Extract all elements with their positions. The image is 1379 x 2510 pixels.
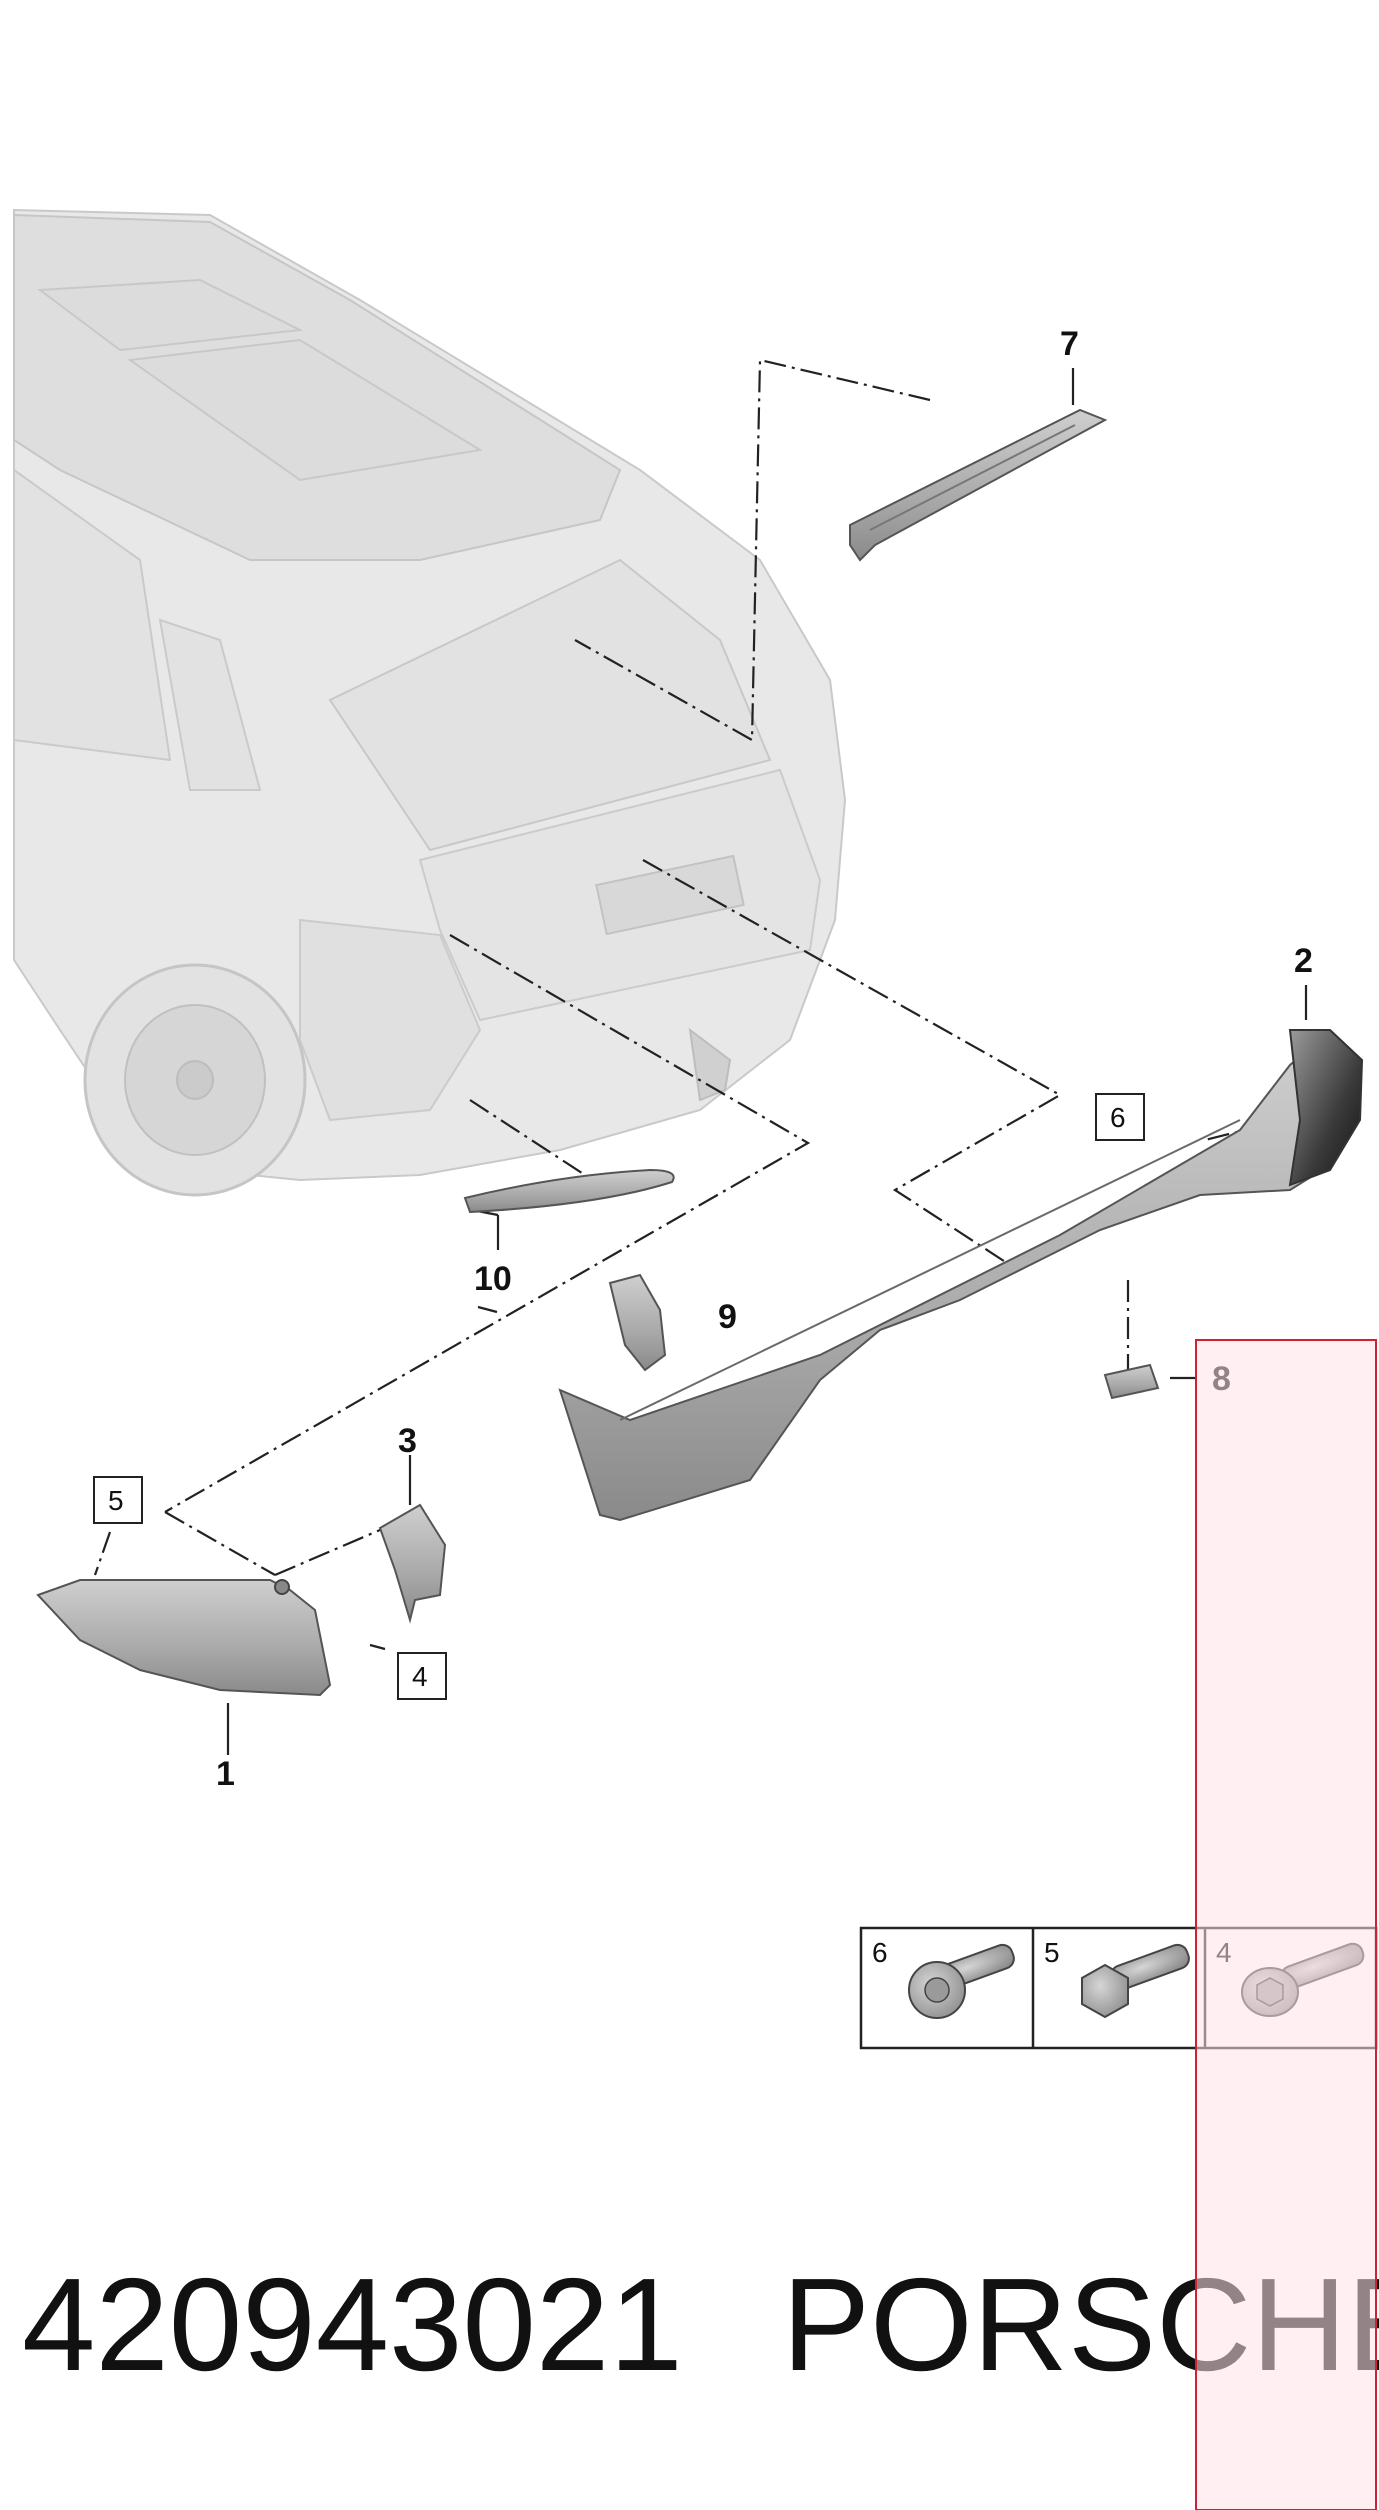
boxed-ref-5: 5 — [93, 1476, 143, 1524]
boxed-ref-4: 4 — [397, 1652, 447, 1700]
part-8-clip — [1103, 1363, 1160, 1400]
highlight-overlay — [1195, 1339, 1377, 2510]
svg-text:4: 4 — [412, 1661, 428, 1692]
svg-text:5: 5 — [1044, 1937, 1060, 1968]
vehicle-rear-illustration — [13, 208, 847, 1197]
part-9-bracket — [608, 1273, 667, 1372]
part-7-upper-trim-strip — [849, 408, 1108, 562]
footer: 420943021 PORSCHE — [22, 2251, 1379, 2398]
bolt-5-icon — [1081, 1943, 1190, 2019]
callout-9: 9 — [718, 1298, 737, 1336]
fastener-cell-6: 6 — [872, 1937, 1015, 2019]
fastener-cell-5: 5 — [1044, 1937, 1190, 2019]
callout-2: 2 — [1294, 942, 1313, 980]
part-3-bracket — [378, 1503, 447, 1624]
leader-lines — [93, 358, 1308, 1755]
part-2-rear-diffuser — [558, 1029, 1364, 1522]
part-1-side-panel — [36, 1579, 332, 1697]
callout-1: 1 — [216, 1755, 235, 1793]
part-10-lower-trim-strip — [463, 1168, 675, 1214]
svg-text:6: 6 — [872, 1937, 888, 1968]
boxed-references: 6 5 4 — [93, 1093, 1145, 1700]
svg-text:5: 5 — [108, 1485, 124, 1516]
boxed-ref-6: 6 — [1095, 1093, 1145, 1141]
callout-7: 7 — [1060, 325, 1079, 363]
part-number: 420943021 — [22, 2251, 683, 2398]
bolt-6-icon — [908, 1943, 1015, 2019]
callout-10: 10 — [474, 1260, 512, 1298]
callout-3: 3 — [398, 1422, 417, 1460]
svg-text:6: 6 — [1110, 1102, 1126, 1133]
